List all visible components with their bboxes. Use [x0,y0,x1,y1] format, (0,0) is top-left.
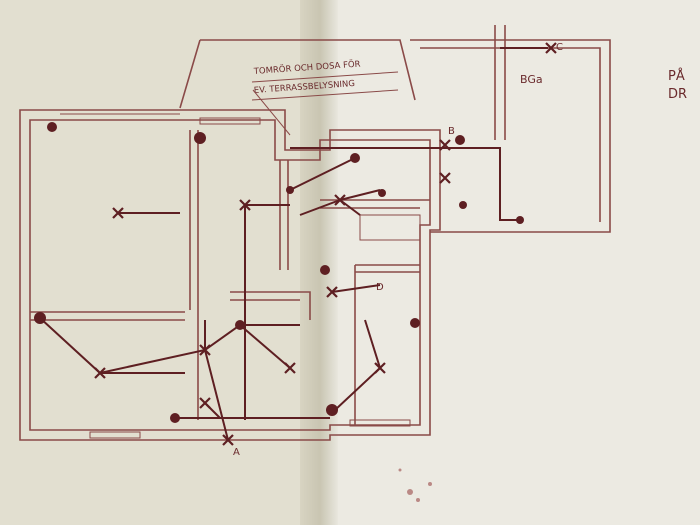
paper-fold [300,0,340,525]
light-outlet-marks [94,42,557,446]
margin-text-2: DR [668,87,687,102]
label-c: C [556,42,563,53]
paper-right [338,0,700,525]
label-a: A [233,447,240,458]
label-b: B [448,126,455,137]
room-label: BGa [520,73,543,86]
label-d: D [376,282,384,293]
ink-stains [398,468,432,502]
paper-left [0,0,320,525]
margin-text-1: PÅ [668,68,685,84]
walls [19,25,611,441]
fixture-symbols [34,122,524,423]
